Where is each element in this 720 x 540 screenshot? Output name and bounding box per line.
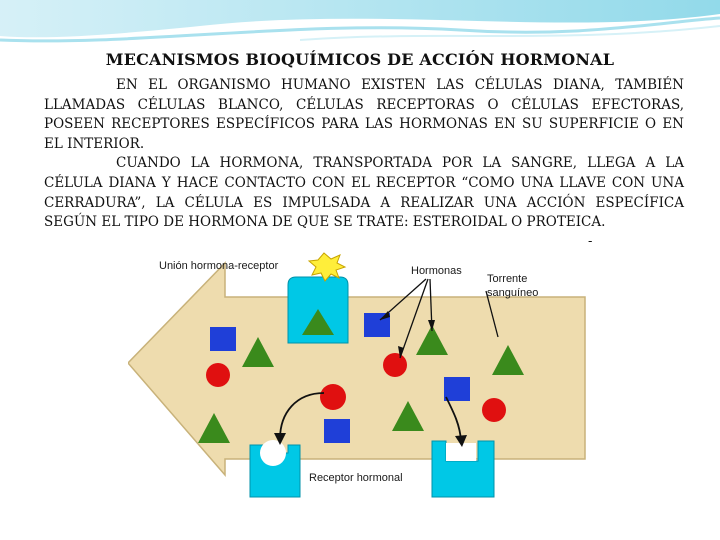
blood-vessel-arrow-icon [128, 261, 586, 478]
label-torrente-1: Torrente [487, 273, 527, 285]
paragraph-1-text: EN EL ORGANISMO HUMANO EXISTEN LAS CÉLUL… [44, 77, 684, 152]
hormone-pointer-arrowheads [380, 311, 435, 358]
paragraph-1: EN EL ORGANISMO HUMANO EXISTEN LAS CÉLUL… [44, 76, 684, 154]
square-hormone-icon [324, 419, 350, 443]
label-hormonas: Hormonas [411, 265, 462, 277]
square-hormone-icon [210, 327, 236, 351]
triangle-hormone-icon [392, 401, 424, 431]
label-torrente-2: sanguíneo [487, 287, 538, 299]
square-hormone-icon [446, 443, 476, 461]
paragraph-2-text: CUANDO LA HORMONA, TRANSPORTADA POR LA S… [44, 155, 684, 231]
stray-mark: - [588, 234, 593, 249]
hormone-receptor-diagram: Unión hormona-receptor Hormonas Torrente… [128, 252, 586, 498]
curved-arrow-icon [274, 433, 286, 445]
bloodstream-pointer-line [485, 290, 499, 338]
triangle-hormone-icon [492, 345, 524, 375]
circle-hormone-icon [383, 353, 407, 377]
paragraph-2: CUANDO LA HORMONA, TRANSPORTADA POR LA S… [44, 154, 684, 232]
circle-hormone-icon [320, 384, 346, 410]
circle-hormone-icon [482, 398, 506, 422]
triangle-hormone-icon [302, 309, 334, 335]
curved-arrow-icon [455, 435, 467, 447]
triangle-hormone-icon [242, 337, 274, 367]
square-hormone-icon [444, 377, 470, 401]
triangle-hormone-icon [198, 413, 230, 443]
circle-hormone-icon [260, 440, 286, 466]
label-receptor: Receptor hormonal [309, 472, 403, 484]
label-union: Unión hormona-receptor [159, 260, 279, 272]
header-decoration [0, 0, 720, 43]
triangle-hormone-icon [416, 325, 448, 355]
slide-title: MECANISMOS BIOQUÍMICOS DE ACCIÓN HORMONA… [105, 50, 615, 69]
binding-burst-icon [307, 252, 347, 282]
curved-arrow-icon [279, 392, 325, 440]
circle-hormone-icon [206, 363, 230, 387]
body-text: EN EL ORGANISMO HUMANO EXISTEN LAS CÉLUL… [44, 76, 684, 233]
